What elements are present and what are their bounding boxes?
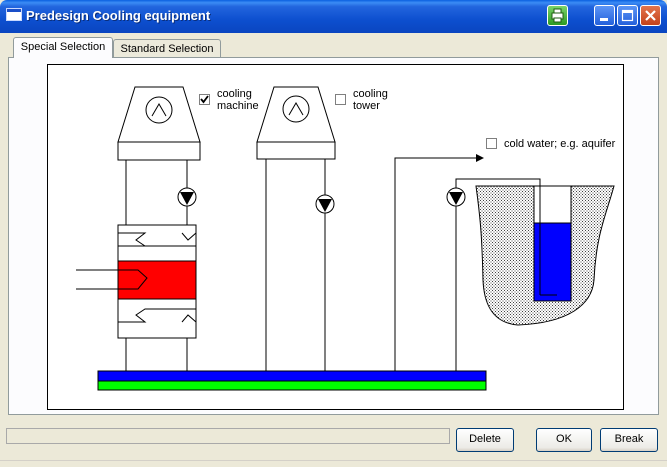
tab-standard-selection[interactable]: Standard Selection — [113, 39, 221, 57]
cooling-machine-label-1: cooling — [217, 88, 252, 100]
ok-button-label: OK — [556, 433, 572, 445]
cooling-machine-label-2: machine — [217, 100, 259, 112]
ok-button[interactable]: OK — [536, 428, 592, 452]
break-button-label: Break — [614, 433, 644, 445]
cold-water-label: cold water; e.g. aquifer — [504, 138, 616, 150]
tab-label: Standard Selection — [120, 43, 214, 55]
cooling-tower-label-2: tower — [353, 100, 380, 112]
print-icon[interactable] — [547, 5, 568, 26]
status-bar — [6, 428, 450, 444]
cooling-schematic — [76, 86, 615, 391]
footer-divider — [0, 460, 667, 461]
cold-water-supply-line — [394, 157, 478, 371]
cooling-tower-label-1: cooling — [353, 88, 388, 100]
window-title: Predesign Cooling equipment — [26, 8, 211, 23]
fan-icon — [282, 95, 310, 123]
close-button[interactable] — [640, 5, 661, 26]
tab-label: Special Selection — [20, 41, 106, 53]
tab-special-selection[interactable]: Special Selection — [13, 37, 113, 58]
fan-icon — [145, 96, 173, 124]
delete-button[interactable]: Delete — [456, 428, 514, 452]
cooling-diagram: cooling machine cooling tower cold water… — [47, 64, 624, 410]
header-pipe-blue — [97, 370, 487, 382]
pump-icon — [315, 194, 335, 214]
minimize-button[interactable] — [594, 5, 615, 26]
cold-water-checkbox[interactable] — [486, 138, 497, 149]
header-pipe-green — [97, 380, 487, 391]
window-icon[interactable] — [6, 8, 22, 21]
title-bar[interactable]: Predesign Cooling equipment — [0, 0, 667, 33]
pump-icon — [446, 187, 466, 207]
break-button[interactable]: Break — [600, 428, 658, 452]
cooling-machine-checkbox[interactable] — [199, 94, 210, 105]
cooling-tower-checkbox[interactable] — [335, 94, 346, 105]
delete-button-label: Delete — [469, 433, 501, 445]
maximize-button[interactable] — [617, 5, 638, 26]
heat-exchanger — [117, 260, 197, 300]
pump-icon — [177, 187, 197, 207]
